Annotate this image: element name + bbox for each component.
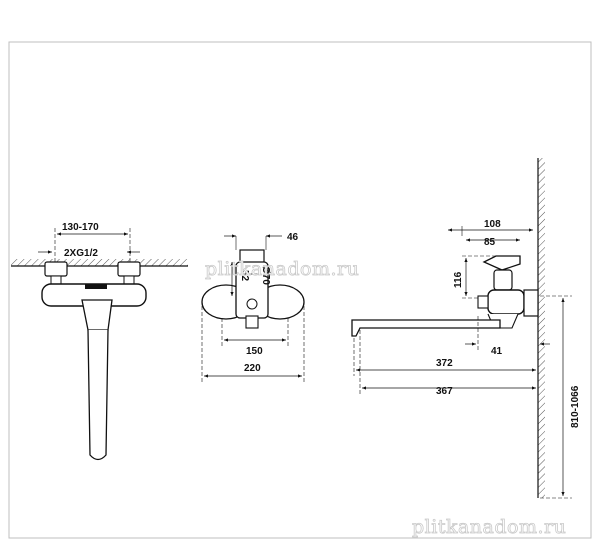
watermark-bottom: plitkanadom.ru	[412, 516, 566, 538]
wall-hatch-front	[11, 259, 188, 266]
watermark-center: plitkanadom.ru	[205, 258, 359, 280]
dim-220: 220	[244, 363, 261, 374]
dim-diameter-70: Ø70	[260, 266, 271, 285]
cartridge-side	[493, 269, 513, 291]
dim-46: 46	[287, 232, 299, 243]
dim-41: 41	[491, 346, 503, 357]
dim-367: 367	[436, 386, 453, 397]
dim-connection-thread: 2XG1/2	[64, 248, 98, 259]
lever-front	[81, 299, 113, 331]
mixer-body-side	[487, 289, 525, 315]
front-view: 130-170 2XG1/2	[11, 222, 188, 461]
lever-side	[482, 255, 521, 271]
eccentric-left	[44, 261, 68, 277]
drawing-frame	[8, 41, 592, 539]
dim-372: 372	[436, 358, 453, 369]
dim-116: 116	[453, 271, 464, 288]
top-view: 46 52 Ø70 150 220	[201, 232, 305, 382]
eccentric-right	[117, 261, 141, 277]
dim-108: 108	[484, 219, 501, 230]
dim-150: 150	[246, 346, 263, 357]
dim-height: 810-1066	[570, 385, 581, 428]
wall-flange	[523, 289, 539, 317]
wall-hatch-side	[538, 158, 545, 498]
spout-side	[351, 319, 501, 337]
dim-center-distance: 130-170	[62, 222, 99, 233]
dim-52: 52	[239, 270, 250, 282]
side-view: 108 85 116 41 372 367 8	[351, 158, 581, 499]
spout-front	[87, 329, 109, 461]
dim-85: 85	[484, 237, 496, 248]
